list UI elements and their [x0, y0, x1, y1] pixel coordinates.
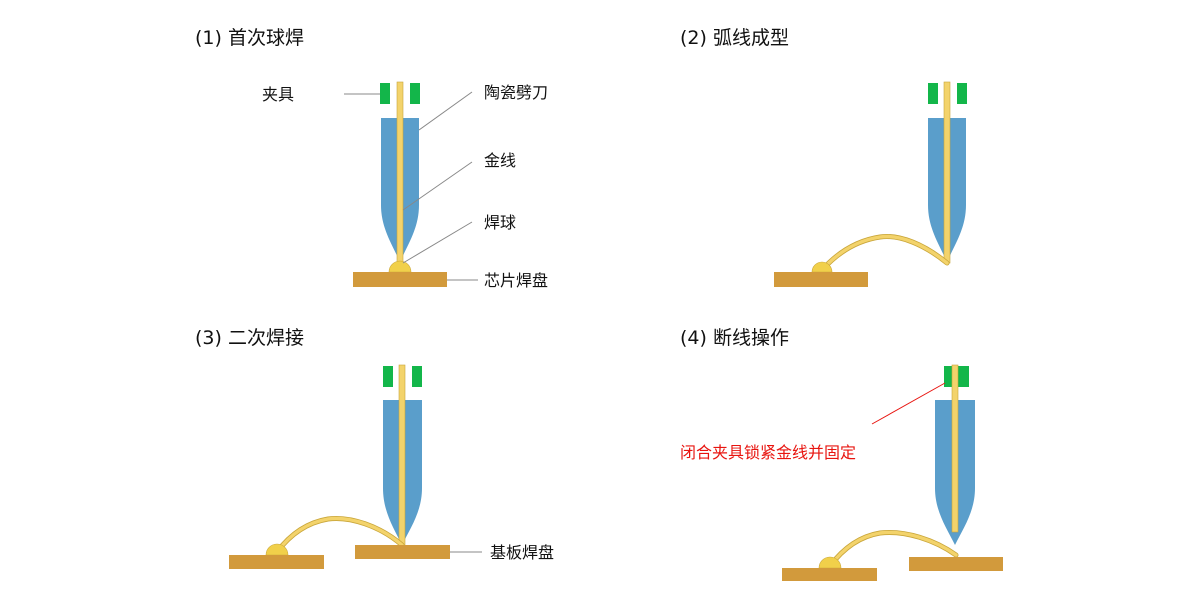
gold-wire	[951, 364, 959, 533]
label-substrate-pad: 基板焊盘	[490, 543, 554, 562]
panel-4: (4) 断线操作 闭合夹具锁紧金线并固定	[680, 327, 1003, 581]
solder-ball	[265, 543, 289, 556]
clamp-left	[380, 83, 390, 104]
label-gold-wire: 金线	[484, 151, 516, 170]
leader-line	[402, 221, 473, 264]
solder-ball	[811, 261, 833, 273]
label-capillary: 陶瓷劈刀	[484, 83, 548, 102]
leader-line	[402, 161, 473, 211]
gold-wire	[943, 81, 951, 264]
panel-2: (2) 弧线成型	[680, 27, 967, 287]
chip-pad	[774, 272, 868, 287]
clamp-right	[412, 366, 422, 387]
gold-wire-arc-fill	[820, 234, 949, 272]
chip-pad	[353, 272, 447, 287]
leader-line	[418, 91, 473, 131]
clamp-right	[410, 83, 420, 104]
solder-ball	[388, 260, 412, 273]
clamp-left	[383, 366, 393, 387]
panel-title: (1) 首次球焊	[195, 27, 304, 49]
chip-pad	[229, 555, 324, 569]
leader-line-red	[871, 382, 946, 425]
label-chip-pad: 芯片焊盘	[484, 271, 548, 290]
label-clamp-note: 闭合夹具锁紧金线并固定	[680, 443, 856, 462]
panel-1: (1) 首次球焊 夹具 陶瓷劈刀 金线 焊球 芯片焊盘	[195, 27, 548, 290]
gold-wire	[396, 81, 404, 273]
substrate-pad	[355, 545, 450, 559]
gold-wire-arc-fill	[275, 516, 404, 554]
gold-wire-arc-fill	[828, 530, 958, 568]
panel-3: (3) 二次焊接 基板焊盘	[195, 327, 554, 569]
panel-title: (2) 弧线成型	[680, 27, 789, 49]
gold-wire	[398, 364, 406, 548]
substrate-pad	[909, 557, 1003, 571]
panel-title: (4) 断线操作	[680, 327, 789, 349]
label-ball: 焊球	[484, 213, 516, 232]
clamp-right	[957, 83, 967, 104]
solder-ball	[818, 556, 842, 569]
chip-pad	[782, 568, 877, 581]
label-clamp: 夹具	[262, 85, 294, 104]
clamp-left	[928, 83, 938, 104]
panel-title: (3) 二次焊接	[195, 327, 304, 349]
